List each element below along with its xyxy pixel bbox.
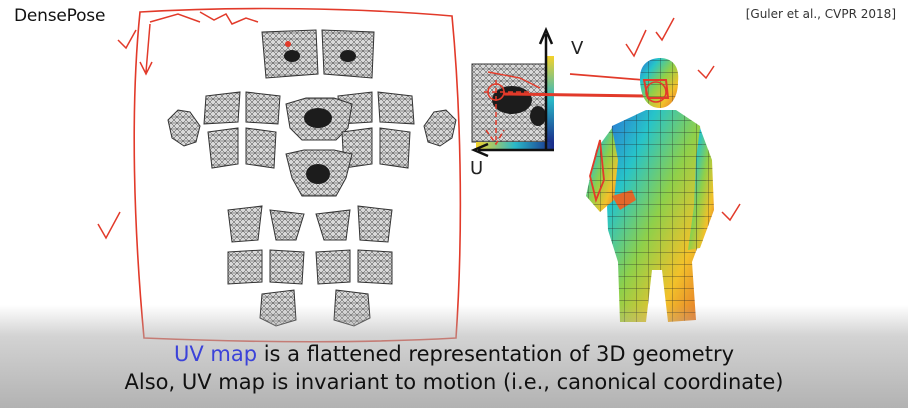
- uv-upper-arm-1: [203, 91, 241, 125]
- v-axis-arrow: [538, 26, 554, 150]
- uv-head-details: [284, 50, 356, 184]
- uv-lower-arm-2: [245, 127, 277, 169]
- uv-thigh-2: [269, 209, 305, 241]
- citation: [Guler et al., CVPR 2018]: [745, 7, 896, 21]
- slide-title: DensePose: [14, 6, 106, 26]
- mapping-line-2: [503, 92, 647, 98]
- uv-thigh-4: [357, 205, 393, 243]
- checkmark-2: [97, 211, 121, 240]
- mapping-line: [569, 73, 645, 81]
- checkmark-6: [721, 203, 741, 222]
- u-axis-label: U: [470, 158, 484, 179]
- uv-calf-2: [269, 249, 305, 285]
- uv-zoom-inset: [470, 26, 554, 158]
- uv-hand-left: [167, 109, 201, 147]
- checkmark-3: [625, 29, 647, 58]
- caption-highlight: UV map: [173, 342, 258, 366]
- v-colorbar: [546, 56, 554, 144]
- uv-thigh-1: [227, 205, 263, 243]
- checkmark-4: [655, 17, 675, 42]
- uv-lower-arm-1: [207, 127, 239, 169]
- caption-band: [0, 305, 908, 408]
- annotation-arrow-down: [139, 23, 153, 76]
- uv-upper-arm-2: [245, 91, 281, 125]
- caption-line-1: UV map is a flattened representation of …: [0, 342, 908, 366]
- uv-point-marker: [285, 41, 291, 47]
- uv-calf-1: [227, 249, 263, 285]
- uv-atlas: [167, 29, 457, 327]
- uv-hand-right: [423, 109, 457, 147]
- uv-calf-3: [315, 249, 351, 285]
- body-3d: [586, 58, 714, 322]
- uv-upper-arm-4: [377, 91, 415, 125]
- uv-thigh-3: [315, 209, 351, 241]
- caption-line-1-text: is a flattened representation of 3D geom…: [257, 342, 735, 366]
- u-axis-arrow: [470, 142, 554, 158]
- checkmark-5: [697, 65, 715, 80]
- uv-lower-arm-4: [379, 127, 411, 169]
- u-colorbar: [476, 142, 554, 150]
- caption-line-2: Also, UV map is invariant to motion (i.e…: [124, 370, 784, 394]
- v-axis-label: V: [571, 38, 584, 59]
- uv-calf-4: [357, 249, 393, 285]
- annotation-scribble-top: [149, 11, 259, 25]
- checkmark-1: [117, 29, 137, 50]
